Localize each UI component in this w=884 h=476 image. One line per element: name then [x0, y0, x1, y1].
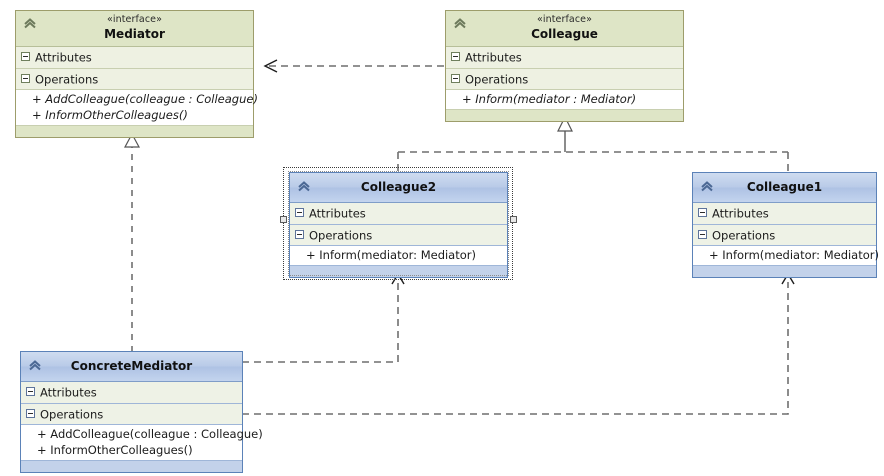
colleague1-operation-list: + Inform(mediator: Mediator)	[693, 246, 879, 266]
colleague-header: «interface» Colleague	[446, 11, 683, 47]
uml-class-mediator[interactable]: «interface» Mediator Attributes Operatio…	[15, 10, 258, 138]
connector-colleagues-realize-colleague[interactable]	[397, 115, 789, 172]
colleague2-operation-list: + Inform(mediator: Mediator)	[290, 246, 507, 266]
connector-concretemediator-uses-colleague2[interactable]	[242, 272, 405, 363]
colleague2-title: Colleague2	[360, 180, 437, 194]
operations-label: Operations	[40, 407, 104, 421]
colleague-title: Colleague	[531, 27, 598, 41]
operation-item: + AddColleague(colleague : Colleague)	[32, 92, 258, 106]
operations-label: Operations	[309, 228, 373, 242]
collapse-minus-icon[interactable]	[698, 229, 707, 239]
concretemediator-operations-compartment[interactable]: Operations	[21, 403, 242, 425]
operations-label: Operations	[465, 72, 529, 86]
colleague-operations-compartment[interactable]: Operations	[446, 68, 683, 90]
colleague-stereotype: «interface»	[536, 14, 593, 25]
collapse-minus-icon[interactable]	[451, 52, 460, 61]
mediator-operations-compartment[interactable]: Operations	[16, 68, 253, 90]
collapse-minus-icon[interactable]	[451, 73, 460, 83]
collapse-minus-icon[interactable]	[295, 229, 304, 239]
colleague2-footer	[290, 266, 507, 277]
mediator-attributes-compartment[interactable]: Attributes	[16, 47, 253, 69]
operation-item: + InformOtherColleagues()	[37, 443, 193, 457]
uml-class-concretemediator[interactable]: ConcreteMediator Attributes Operations +…	[20, 351, 263, 473]
mediator-stereotype: «interface»	[106, 14, 163, 25]
operations-label: Operations	[35, 72, 99, 86]
mediator-title: Mediator	[104, 27, 165, 41]
selection-handle-left[interactable]	[280, 216, 287, 223]
collapse-minus-icon[interactable]	[698, 208, 707, 217]
concretemediator-title: ConcreteMediator	[70, 359, 193, 373]
concretemediator-attributes-compartment[interactable]: Attributes	[21, 382, 242, 404]
mediator-operation-list: + AddColleague(colleague : Colleague) + …	[16, 90, 258, 126]
operations-label: Operations	[712, 228, 776, 242]
collapse-minus-icon[interactable]	[295, 208, 304, 217]
colleague1-footer	[693, 266, 876, 277]
chevron-collapse-icon[interactable]	[22, 15, 38, 31]
concretemediator-operation-list: + AddColleague(colleague : Colleague) + …	[21, 425, 263, 461]
colleague1-attributes-compartment[interactable]: Attributes	[693, 203, 876, 225]
concretemediator-header: ConcreteMediator	[21, 352, 242, 382]
collapse-minus-icon[interactable]	[21, 73, 30, 83]
selection-handle-right[interactable]	[510, 216, 517, 223]
mediator-header: «interface» Mediator	[16, 11, 253, 47]
attributes-label: Attributes	[309, 206, 366, 221]
colleague-footer	[446, 110, 683, 121]
attributes-label: Attributes	[712, 206, 769, 221]
collapse-minus-icon[interactable]	[26, 387, 35, 396]
colleague2-operations-compartment[interactable]: Operations	[290, 224, 507, 246]
chevron-collapse-icon[interactable]	[296, 178, 312, 194]
uml-class-colleague1[interactable]: Colleague1 Attributes Operations + Infor…	[692, 172, 879, 278]
colleague2-header: Colleague2	[290, 173, 507, 203]
collapse-minus-icon[interactable]	[26, 408, 35, 418]
colleague-attributes-compartment[interactable]: Attributes	[446, 47, 683, 69]
connector-concretemediator-uses-colleague1[interactable]	[242, 272, 795, 415]
chevron-collapse-icon[interactable]	[452, 15, 468, 31]
collapse-minus-icon[interactable]	[21, 52, 30, 61]
operation-item: + InformOtherColleagues()	[32, 108, 188, 122]
connector-colleague-uses-mediator[interactable]	[263, 59, 444, 73]
uml-class-colleague[interactable]: «interface» Colleague Attributes Operati…	[445, 10, 684, 122]
chevron-collapse-icon[interactable]	[699, 178, 715, 194]
chevron-collapse-icon[interactable]	[27, 357, 43, 373]
colleague-operation-list: + Inform(mediator : Mediator)	[446, 90, 683, 110]
attributes-label: Attributes	[40, 385, 97, 400]
colleague1-title: Colleague1	[746, 180, 823, 194]
operation-item: + Inform(mediator: Mediator)	[306, 248, 476, 262]
attributes-label: Attributes	[35, 50, 92, 65]
mediator-footer	[16, 126, 253, 137]
colleague1-operations-compartment[interactable]: Operations	[693, 224, 876, 246]
colleague1-header: Colleague1	[693, 173, 876, 203]
uml-class-colleague2[interactable]: Colleague2 Attributes Operations + Infor…	[289, 172, 508, 278]
connector-concretemediator-realizes-mediator[interactable]	[123, 132, 141, 352]
concretemediator-footer	[21, 461, 242, 472]
attributes-label: Attributes	[465, 50, 522, 65]
operation-item: + Inform(mediator: Mediator)	[709, 248, 879, 262]
colleague2-attributes-compartment[interactable]: Attributes	[290, 203, 507, 225]
operation-item: + Inform(mediator : Mediator)	[462, 92, 637, 106]
operation-item: + AddColleague(colleague : Colleague)	[37, 427, 263, 441]
